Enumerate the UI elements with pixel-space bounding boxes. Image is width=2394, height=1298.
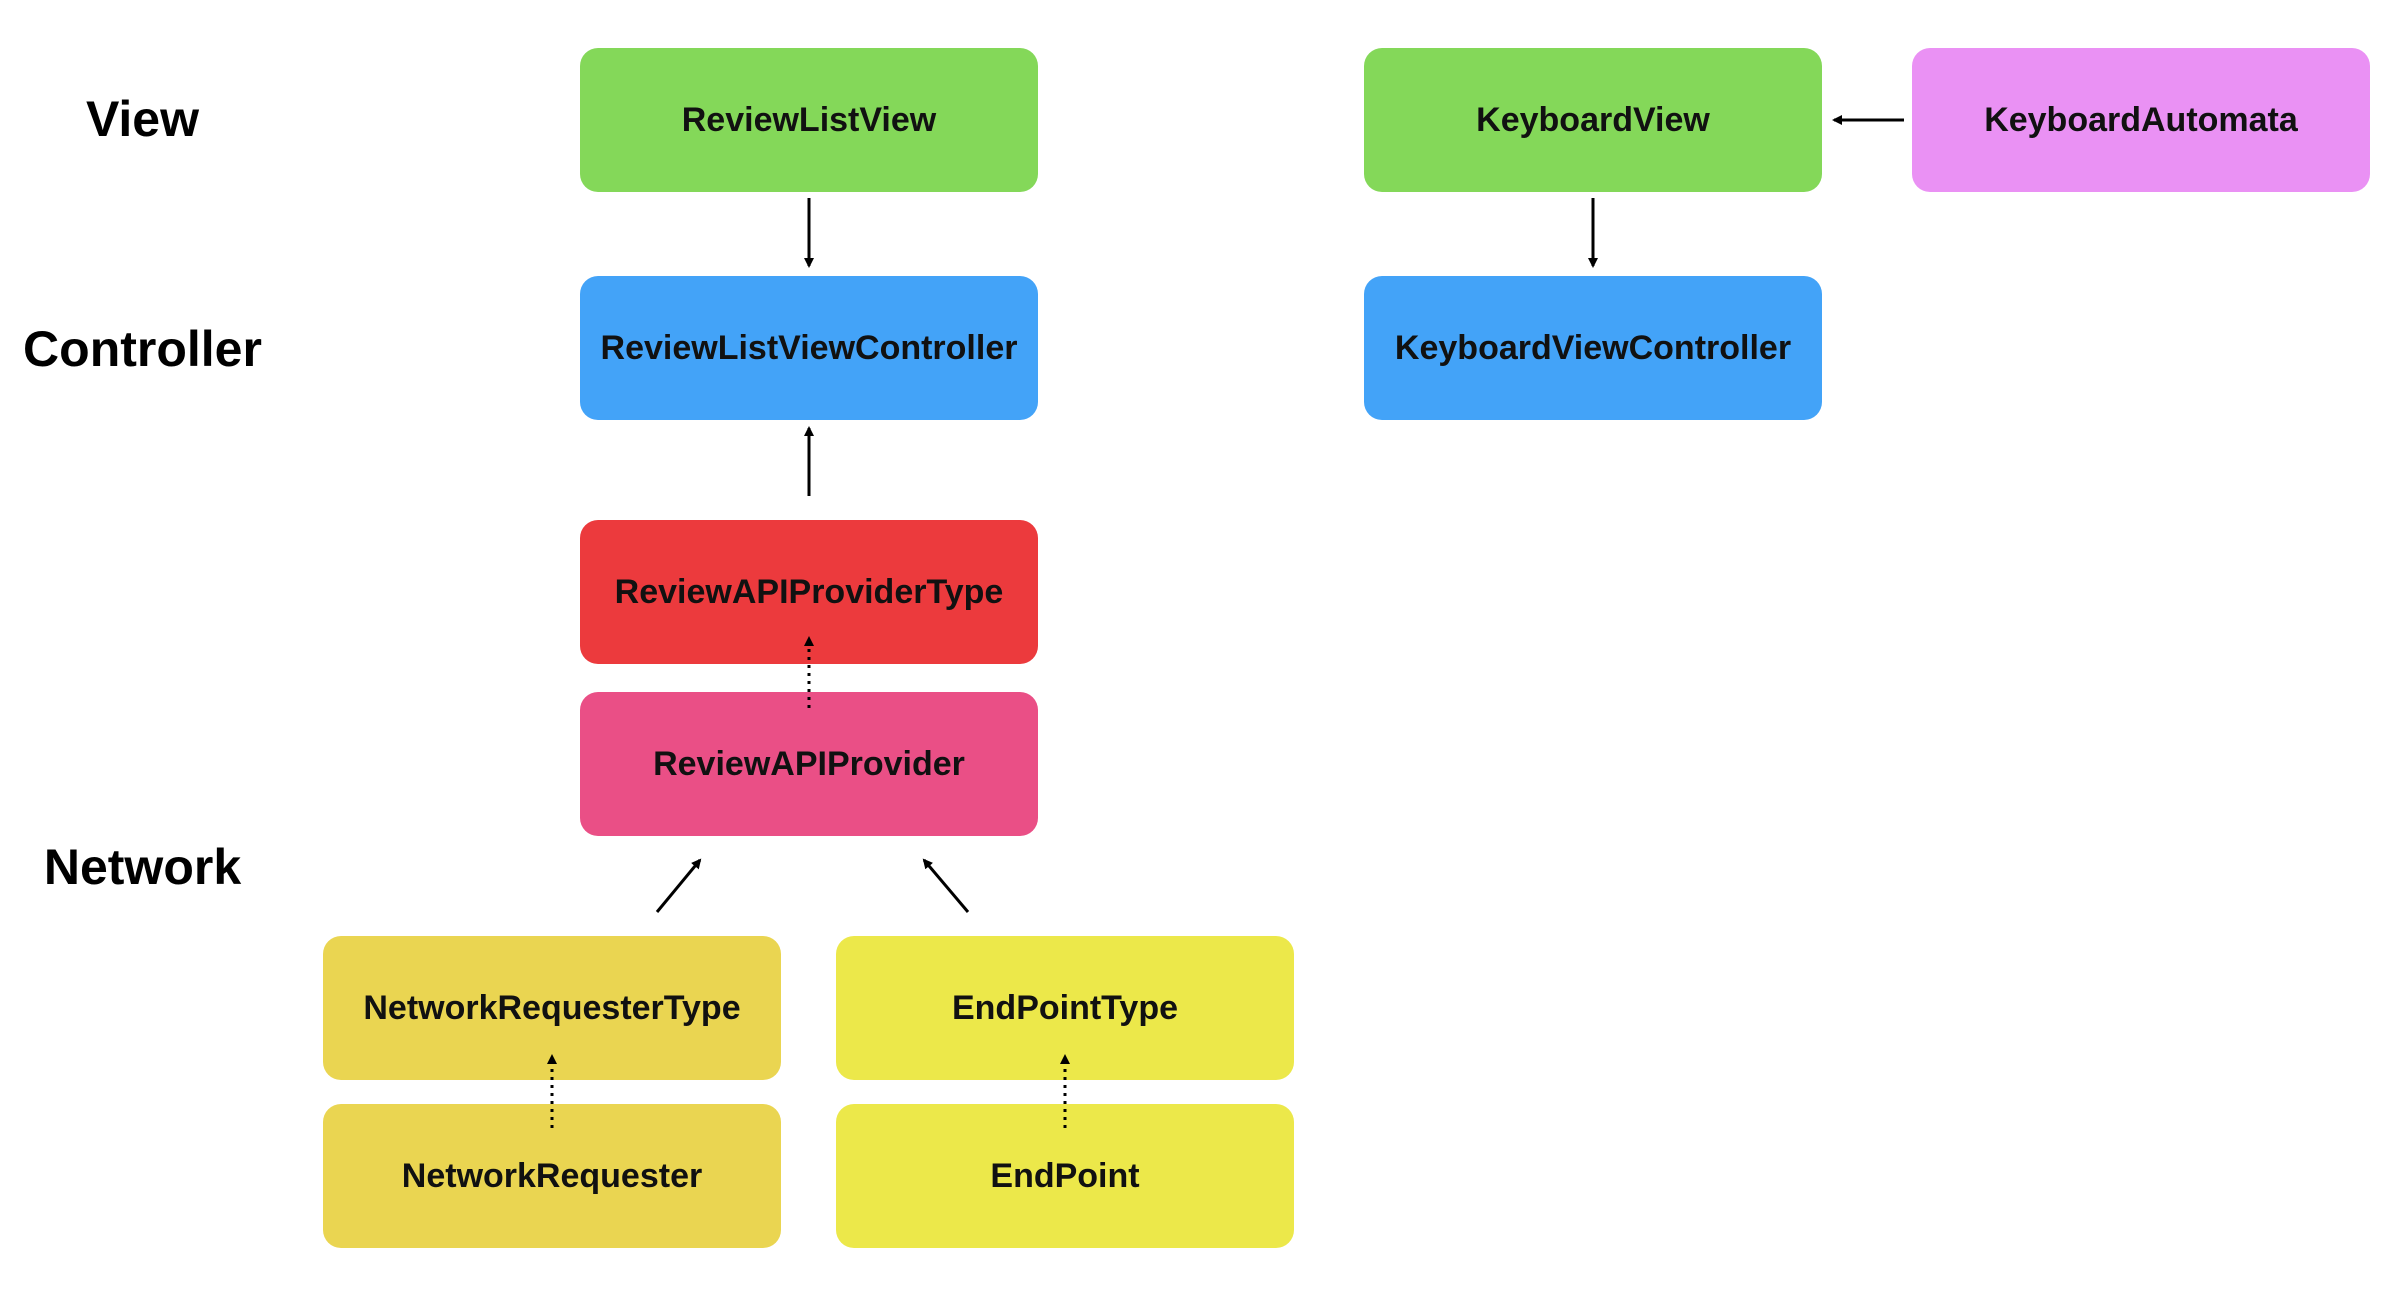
layer-label-view: View xyxy=(85,91,200,147)
node-network-requester-type[interactable]: NetworkRequesterType xyxy=(323,936,781,1080)
node-keyboard-view-controller[interactable]: KeyboardViewController xyxy=(1364,276,1822,420)
layer-label-network: Network xyxy=(43,839,242,895)
node-end-point[interactable]: EndPoint xyxy=(836,1104,1294,1248)
arrow-network-requester-type-to-provider xyxy=(655,858,702,913)
node-review-api-provider-type[interactable]: ReviewAPIProviderType xyxy=(580,520,1038,664)
node-end-point-type[interactable]: EndPointType xyxy=(836,936,1294,1080)
node-keyboard-automata[interactable]: KeyboardAutomata xyxy=(1912,48,2370,192)
node-review-list-view[interactable]: ReviewListView xyxy=(580,48,1038,192)
node-network-requester[interactable]: NetworkRequester xyxy=(323,1104,781,1248)
layer-label-controller: Controller xyxy=(23,321,262,377)
node-keyboard-view[interactable]: KeyboardView xyxy=(1364,48,1822,192)
node-review-list-view-controller[interactable]: ReviewListViewController xyxy=(580,276,1038,420)
arrow-end-point-type-to-provider xyxy=(922,858,970,913)
node-review-api-provider[interactable]: ReviewAPIProvider xyxy=(580,692,1038,836)
